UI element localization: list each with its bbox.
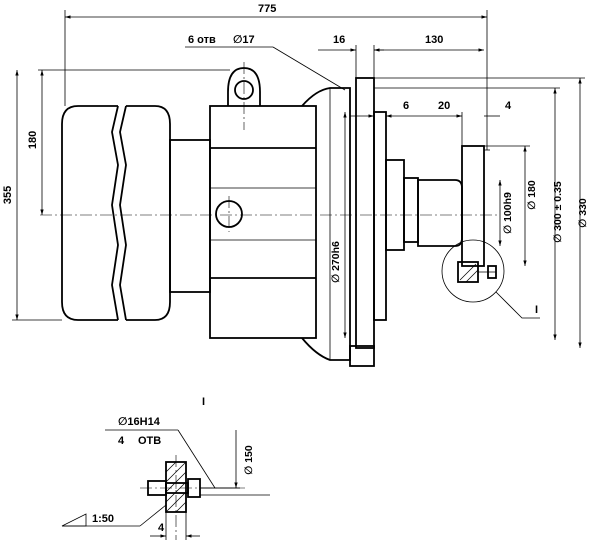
inspection-plug — [215, 196, 243, 232]
detail-count-unit: ОТВ — [138, 435, 161, 447]
lifting-eye — [227, 62, 261, 130]
label-d270: ∅ 270h6 — [330, 241, 342, 283]
dim-height-355: 355 — [2, 70, 62, 321]
dim-height-180: 180 — [27, 69, 230, 215]
detail-plate — [165, 455, 187, 540]
detail-hole-label: ∅16H14 — [118, 416, 161, 428]
label-d180: ∅ 180 — [526, 180, 538, 210]
label-hole-diameter: ∅17 — [233, 34, 255, 46]
detail-callout-circle — [441, 239, 505, 303]
gearbox-body — [209, 87, 351, 361]
motor-housing — [61, 105, 171, 321]
label-d330: ∅ 330 — [577, 198, 589, 228]
flange-bolt — [457, 261, 497, 283]
detail-leader — [495, 291, 540, 319]
label-overall-length: 775 — [258, 3, 276, 15]
detail-taper: 1:50 — [61, 504, 167, 527]
dim-shaft-130: 130 — [374, 34, 484, 52]
label-height-355: 355 — [2, 186, 14, 204]
main-view: I 775 6 отв ∅17 16 130 — [2, 3, 589, 367]
detail-label-4: 4 — [158, 522, 165, 534]
dim-flange-16: 16 — [318, 34, 384, 78]
dim-d300: ∅ 300 ± 0.35 — [374, 87, 564, 340]
detail-taper-label: 1:50 — [92, 513, 114, 525]
output-shaft — [385, 145, 490, 267]
dim-d330: ∅ 330 — [374, 77, 589, 348]
dim-d100: ∅ 100h9 — [498, 180, 514, 246]
detail-count-label: 4 — [118, 435, 125, 447]
label-d300: ∅ 300 ± 0.35 — [552, 181, 564, 243]
dim-steps: 6 20 4 — [350, 100, 512, 146]
dim-d180: ∅ 180 — [484, 145, 538, 266]
label-step-4: 4 — [505, 100, 512, 112]
label-flange-16: 16 — [333, 34, 345, 46]
label-step-6: 6 — [403, 100, 409, 112]
detail-callout-label: I — [535, 304, 538, 316]
detail-label-d150: ∅ 150 — [243, 445, 255, 475]
output-flange — [349, 77, 387, 367]
motor-neck — [169, 139, 211, 293]
detail-view: I ∅16H14 4 ОТВ — [61, 396, 270, 540]
detail-dim-4: 4 — [150, 512, 200, 540]
label-holes-count: 6 отв — [188, 34, 216, 46]
dim-holes-top: 6 отв ∅17 — [185, 34, 346, 91]
label-d100: ∅ 100h9 — [502, 192, 514, 234]
dim-overall-length: 775 — [64, 3, 488, 150]
label-height-180: 180 — [27, 131, 39, 149]
detail-title: I — [202, 396, 205, 408]
dim-d270: ∅ 270h6 — [330, 112, 347, 338]
detail-dim-d150: ∅ 150 — [200, 430, 270, 496]
label-step-20: 20 — [438, 100, 450, 112]
label-shaft-130: 130 — [425, 34, 443, 46]
